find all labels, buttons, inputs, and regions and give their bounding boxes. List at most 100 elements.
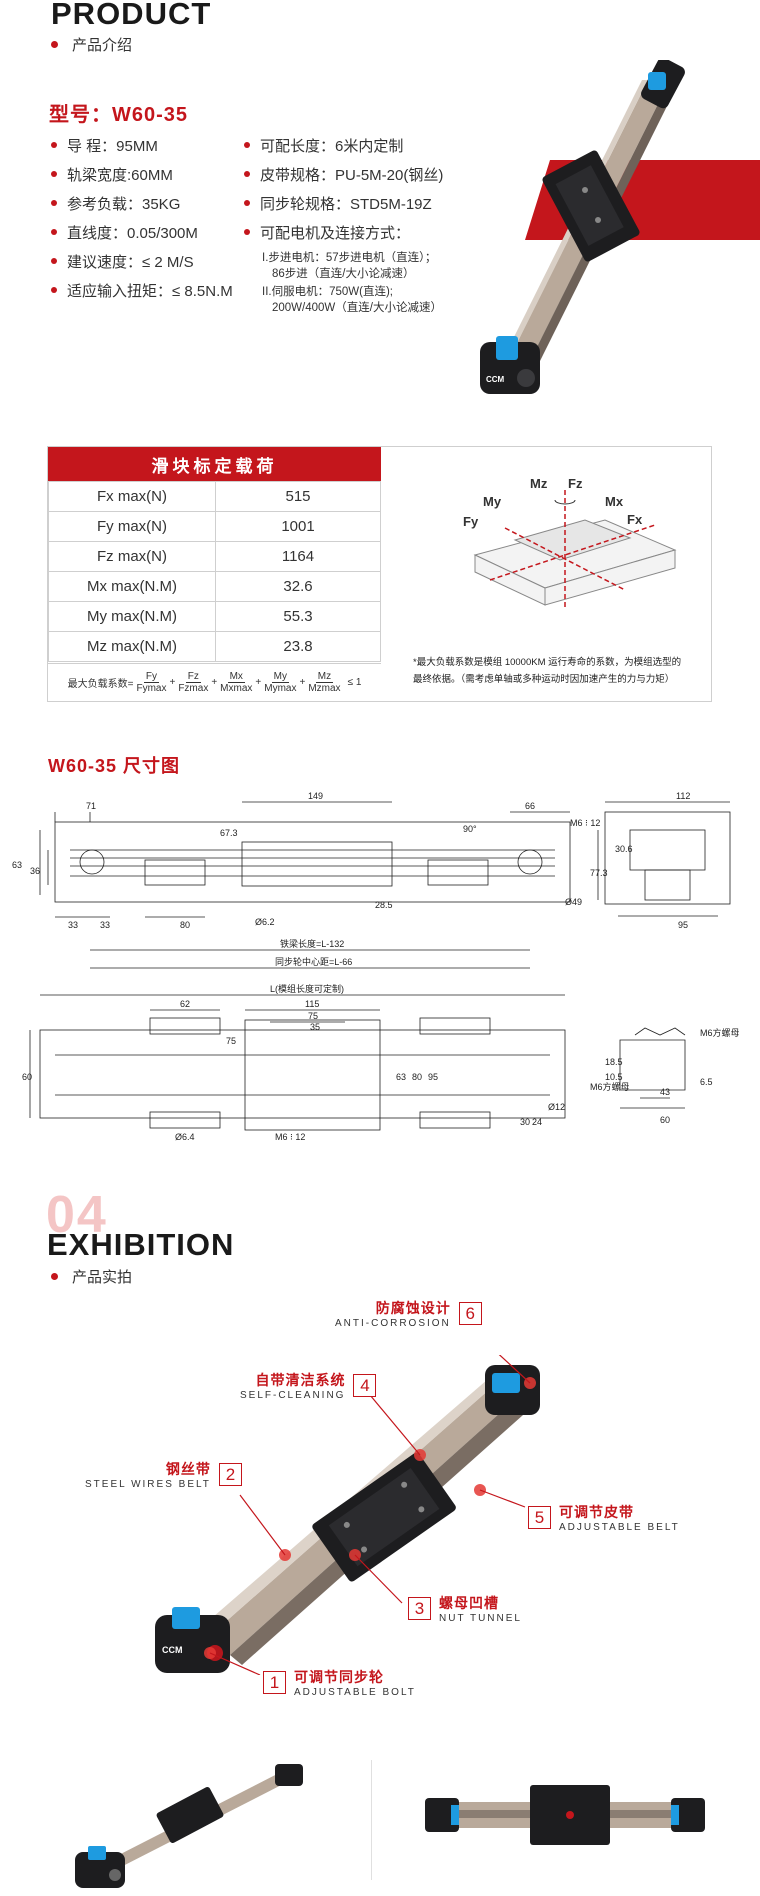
callout-nut-tunnel: 3 螺母凹槽 NUT TUNNEL xyxy=(408,1593,522,1624)
callout-steel-belt: 钢丝带 STEEL WIRES BELT 2 xyxy=(85,1459,242,1490)
row-label: Fx max(N) xyxy=(48,481,216,512)
spec-item: 导 程：95MM xyxy=(51,134,233,156)
callout-number: 1 xyxy=(263,1671,286,1694)
table-row: Mz max(N.M)23.8 xyxy=(48,631,381,662)
row-value: 55.3 xyxy=(215,601,381,632)
callout-cn: 自带清洁系统 xyxy=(255,1372,346,1388)
dim-60-profile: 60 xyxy=(660,1115,670,1125)
dimension-drawing: 71 149 66 67.3 90° M6 ⁝ 12 63 36 33 33 8… xyxy=(12,791,740,1142)
table-row: Fz max(N)1164 xyxy=(48,541,381,572)
axis-label-mz: Mz xyxy=(530,476,548,491)
row-label: Fy max(N) xyxy=(48,511,216,542)
spec-text: 可配电机及连接方式： xyxy=(260,224,411,242)
spec-text: 建议速度：≤ 2 M/S xyxy=(67,253,194,271)
spec-text: 直线度：0.05/300M xyxy=(67,224,198,242)
exhibition-sub-label: 产品实拍 xyxy=(51,1266,132,1287)
callout-en: ANTI-CORROSION xyxy=(335,1318,451,1329)
axis-label-fy: Fy xyxy=(463,514,479,529)
frac-num: Fy xyxy=(143,671,160,683)
motor-note: II.伺服电机：750W(直连); xyxy=(262,286,393,298)
row-value: 1164 xyxy=(215,541,381,572)
dim-65: 6.5 xyxy=(700,1077,713,1087)
load-axis-diagram: Mz Fz My Mx Fy Fx xyxy=(463,476,677,610)
dim-90: 90° xyxy=(463,824,477,834)
spec-text: 同步轮规格：STD5M-19Z xyxy=(260,195,432,213)
motor-note: 200W/400W（直连/大小论减速） xyxy=(272,302,442,314)
row-value: 32.6 xyxy=(215,571,381,602)
dim-64: Ø6.4 xyxy=(175,1132,195,1142)
bullet-dot xyxy=(51,41,58,48)
bullet-dot xyxy=(51,287,57,293)
bullet-dot xyxy=(244,200,250,206)
load-panel xyxy=(47,446,712,702)
table-row: Fx max(N)515 xyxy=(48,481,381,512)
frac-num: Mx xyxy=(227,671,245,683)
dim-24: 24 xyxy=(532,1117,542,1127)
brand-logo: CCM xyxy=(486,375,505,384)
callout-cn: 防腐蚀设计 xyxy=(375,1300,451,1316)
row-label: Mx max(N.M) xyxy=(48,571,216,602)
table-row: Fy max(N)1001 xyxy=(48,511,381,542)
dim-185: 18.5 xyxy=(605,1057,623,1067)
dim-49: Ø49 xyxy=(565,897,582,907)
callout-cn: 可调节同步轮 xyxy=(294,1669,384,1685)
dimension-title: W60-35 尺寸图 xyxy=(48,756,181,776)
bullet-dot xyxy=(244,142,250,148)
callout-en: ADJUSTABLE BELT xyxy=(559,1522,680,1533)
bullet-dot xyxy=(51,200,57,206)
spec-item: 可配长度：6米内定制 xyxy=(244,134,443,156)
axis-label-fz: Fz xyxy=(568,476,583,491)
dim-112: 112 xyxy=(676,791,690,801)
dim-115: 115 xyxy=(305,999,319,1009)
spec-text: 适应输入扭矩：≤ 8.5N.M xyxy=(67,282,233,300)
frac-num: Fz xyxy=(185,671,201,683)
callout-number: 3 xyxy=(408,1597,431,1620)
dim-35: 35 xyxy=(310,1022,320,1032)
motor-note: I.步进电机：57步进电机（直连）； xyxy=(262,252,437,264)
dim-33b: 33 xyxy=(100,920,110,930)
spec-item: 建议速度：≤ 2 M/S xyxy=(51,250,233,272)
frac-num: Mz xyxy=(315,671,334,683)
load-table: Fx max(N)515 Fy max(N)1001 Fz max(N)1164… xyxy=(48,481,381,662)
dim-71: 71 xyxy=(86,801,96,811)
axis-label-mx: Mx xyxy=(605,494,624,509)
specs-right: 可配长度：6米内定制 皮带规格：PU-5M-20(钢丝) 同步轮规格：STD5M… xyxy=(244,134,443,243)
load-table-title: 滑块标定载荷 xyxy=(48,447,381,481)
dim-75a: 75 xyxy=(308,1011,318,1021)
bullet-dot xyxy=(51,1273,58,1280)
bullet-dot xyxy=(244,229,250,235)
dim-12: Ø12 xyxy=(548,1102,565,1112)
dim-m6-profile-a: M6方螺母 xyxy=(700,1027,740,1038)
dim-75b: 75 xyxy=(226,1036,236,1046)
exhibition-product-image: CCM xyxy=(155,1355,540,1675)
dim-63: 63 xyxy=(12,860,22,870)
dim-len1: 铁梁长度=L-132 xyxy=(280,938,344,949)
exhibition-heading: EXHIBITION xyxy=(47,1227,235,1262)
spec-item: 可配电机及连接方式： xyxy=(244,221,443,243)
callout-cn: 可调节皮带 xyxy=(559,1504,634,1520)
dim-285: 28.5 xyxy=(375,900,393,910)
dim-67: 67.3 xyxy=(220,828,238,838)
spec-item: 皮带规格：PU-5M-20(钢丝) xyxy=(244,163,443,185)
dim-m6-profile-b: M6方螺母 xyxy=(590,1081,630,1092)
callout-number: 2 xyxy=(218,1463,242,1486)
dim-43: 43 xyxy=(660,1087,670,1097)
dim-95-bottom: 95 xyxy=(428,1072,438,1082)
row-label: Mz max(N.M) xyxy=(48,631,216,662)
load-note-line: *最大负载系数是模组 10000KM 运行寿命的系数，为模组选型的 xyxy=(413,657,682,668)
bullet-dot xyxy=(51,171,57,177)
spec-text: 参考负载：35KG xyxy=(67,195,181,213)
callout-adjustable-belt: 5 可调节皮带 ADJUSTABLE BELT xyxy=(528,1502,680,1533)
dim-149: 149 xyxy=(308,791,323,801)
product-heading: PRODUCT xyxy=(51,0,212,31)
callout-number: 6 xyxy=(458,1302,482,1325)
exhibition-ghost-number: 04 xyxy=(46,1186,108,1244)
dim-80-bottom: 80 xyxy=(412,1072,422,1082)
frac-den: Mymax xyxy=(264,683,297,694)
exhibition-sub-text: 产品实拍 xyxy=(72,1269,133,1286)
row-label: Fz max(N) xyxy=(48,541,216,572)
